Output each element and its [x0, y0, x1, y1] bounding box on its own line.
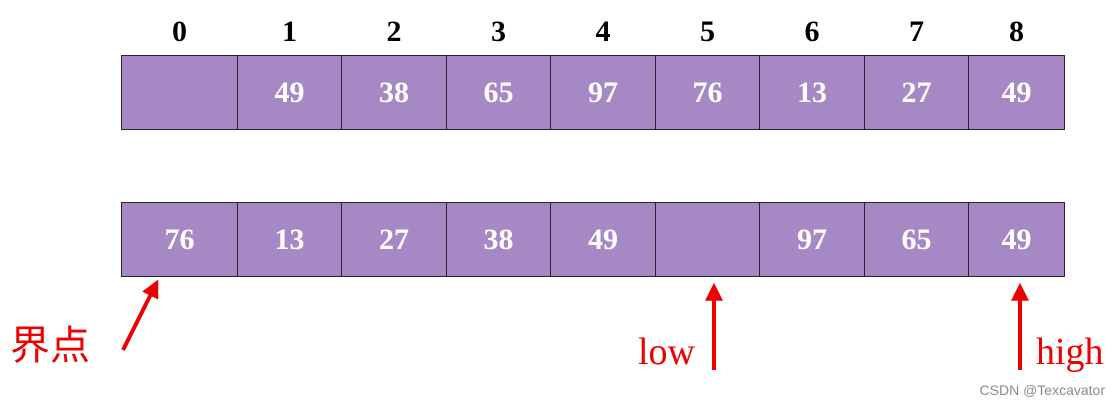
index-label: 5	[700, 15, 715, 48]
array-cell: 76	[654, 55, 761, 130]
pivot-label: 界点	[10, 323, 90, 369]
array-cell: 27	[341, 202, 447, 277]
index-row: 0 1 2 3 4 5 6 7 8	[0, 14, 1119, 50]
low-label: low	[638, 331, 695, 373]
array-cell	[121, 55, 238, 130]
array-cell: 65	[445, 55, 552, 130]
index-label: 1	[282, 15, 297, 48]
array-cell: 13	[236, 202, 343, 277]
array-cell: 38	[445, 202, 552, 277]
array-cell: 49	[550, 202, 656, 277]
index-label: 7	[909, 15, 924, 48]
watermark: CSDN @Texcavator	[979, 382, 1105, 398]
array-cell: 49	[968, 55, 1065, 130]
array-cell: 49	[968, 202, 1065, 277]
index-label: 3	[491, 15, 506, 48]
array-cell: 38	[341, 55, 447, 130]
index-label: 8	[1009, 15, 1024, 48]
index-label: 4	[595, 15, 611, 48]
array-cell: 76	[121, 202, 238, 277]
high-label: high	[1036, 331, 1104, 373]
array-cell	[654, 202, 761, 277]
array-cell: 65	[863, 202, 970, 277]
pivot-arrow	[121, 279, 159, 351]
index-label: 0	[172, 15, 187, 48]
array-cell: 27	[863, 55, 970, 130]
array-cell: 13	[759, 55, 865, 130]
index-label: 2	[386, 15, 402, 48]
index-label: 6	[804, 15, 820, 48]
